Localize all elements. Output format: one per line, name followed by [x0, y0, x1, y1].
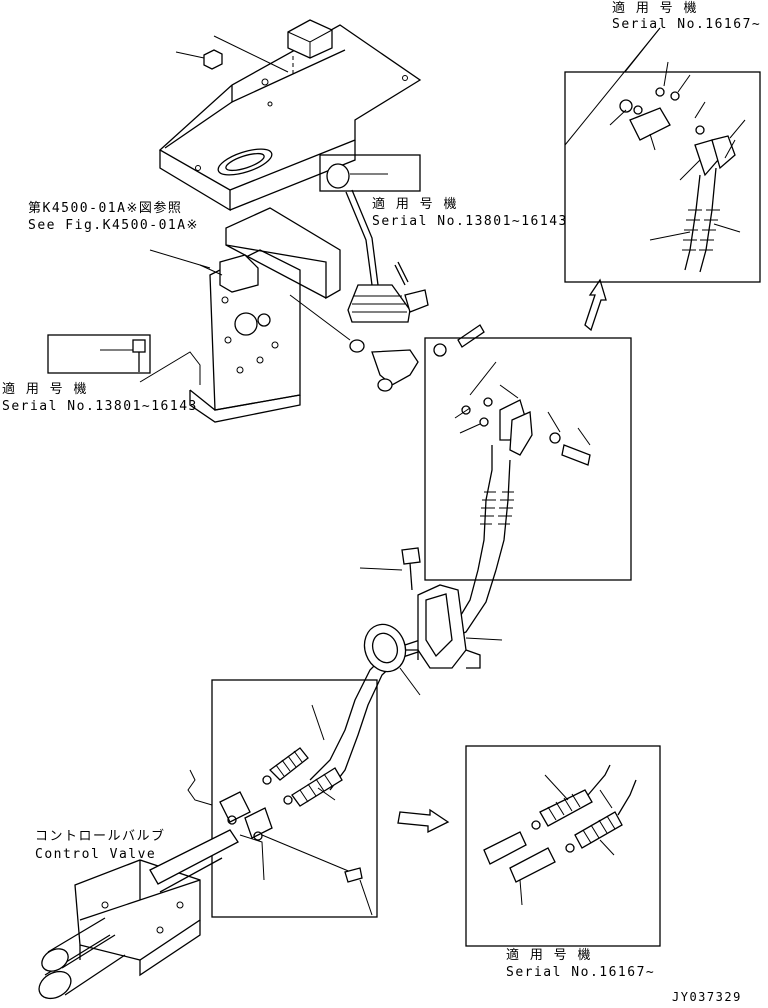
serial-bottom-right-jp: 適 用 号 機: [506, 948, 592, 963]
knob-inset: [319, 154, 421, 192]
control-lever: [345, 189, 429, 323]
drawing-id: JY037329: [672, 990, 742, 1004]
control-valve: [38, 829, 239, 1000]
mounting-bracket: [149, 207, 351, 423]
floor-plate: [158, 24, 422, 212]
serial-lever-jp: 適 用 号 機: [372, 197, 458, 212]
bottom-right-inset: [465, 745, 661, 947]
see-fig-en: See Fig.K4500-01A※: [28, 218, 199, 233]
see-fig-jp: 第K4500-01A※図参照: [28, 201, 183, 216]
grommet: [363, 623, 421, 696]
serial-left-en: Serial No.13801~16143: [2, 399, 198, 414]
clip-part: [175, 35, 289, 73]
serial-top-right-jp: 適 用 号 機: [612, 1, 698, 16]
serial-left-jp: 適 用 号 機: [2, 382, 88, 397]
top-right-inset: [564, 27, 761, 283]
lower-left-inset: [187, 679, 378, 918]
switch-part: [287, 19, 333, 75]
arrow-to-top-inset: [584, 278, 607, 332]
bolt-part: [359, 547, 421, 591]
control-valve-jp: コントロールバルブ: [35, 829, 166, 844]
serial-top-right-en: Serial No.16167~: [612, 17, 762, 32]
control-valve-en: Control Valve: [35, 847, 157, 862]
serial-lever-en: Serial No.13801~16143: [372, 214, 568, 229]
arrow-to-bottom-inset: [397, 808, 450, 834]
bolt-inset-left: [47, 334, 201, 385]
pivot-parts: [349, 324, 485, 392]
cable-clamp-bracket: [400, 584, 503, 669]
cable-end-inset: [424, 337, 632, 581]
serial-bottom-right-en: Serial No.16167~: [506, 965, 656, 980]
